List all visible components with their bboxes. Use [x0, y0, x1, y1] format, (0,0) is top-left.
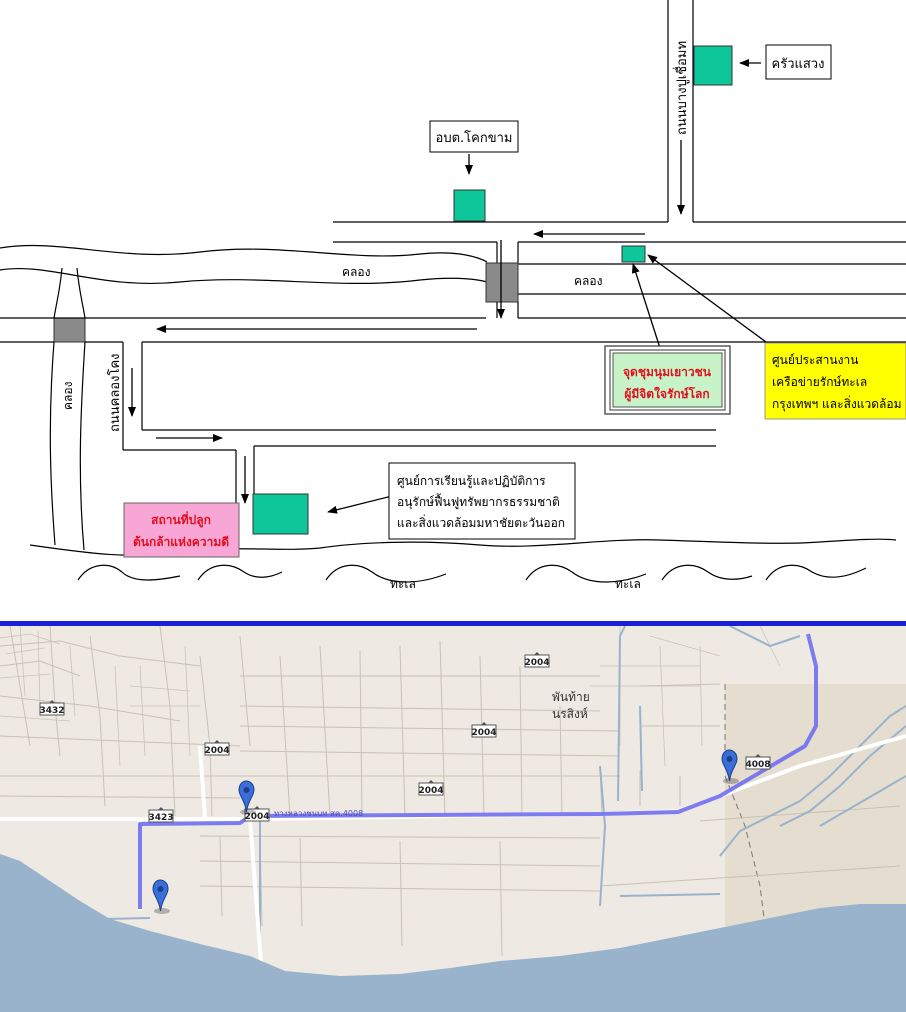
learning-center-building [252, 493, 309, 535]
obt-label: อบต.โคกขาม [436, 130, 513, 146]
bridge-west [53, 317, 86, 343]
learning-center-line3: และสิ่งแวดล้อมมหาชัยตะวันออก [397, 514, 565, 530]
sketch-map: ถนนบางปูเชื่อมท ครัวแสวง อบต.โคกขาม คลอง… [0, 0, 906, 591]
map-road-shields: 3432 2004 2004 2004 2004 3423 2004 4008 [39, 651, 771, 823]
road-map[interactable]: 3432 2004 2004 2004 2004 3423 2004 4008 … [0, 626, 906, 1012]
shield-2004-c: 2004 [471, 728, 496, 738]
sea-label-2: ทะเล [615, 577, 641, 591]
kitchen-label-box [765, 44, 832, 80]
main-road-vertical [667, 0, 694, 222]
coordination-box [764, 342, 906, 420]
learning-center-line2: อนุรักษ์ฟื้นฟูทรัพยากรธรรมชาติ [397, 493, 560, 510]
shield-2004-e: 2004 [244, 812, 269, 822]
meeting-point-line2: ผู้มีจิตใจรักษ์โลก [624, 386, 709, 402]
road-name-label: ทางหลวงชนบท สค.4008 [274, 809, 363, 818]
west-khlong [49, 267, 86, 551]
map-street-grid [0, 626, 901, 957]
coordination-line2: เครือข่ายรักษ์ทะเล [772, 375, 867, 389]
shield-2004-b: 2004 [204, 746, 229, 756]
road-khlong-khot-label: ถนนคลองโคง [107, 354, 123, 433]
khlong-khot-road [122, 342, 716, 510]
section-divider [0, 621, 906, 626]
canal [0, 244, 906, 295]
meeting-point-line1: จุดชุมนุมเยาวชน [623, 365, 712, 380]
coordination-line1: ศูนย์ประสานงาน [772, 353, 858, 368]
upper-road [333, 221, 906, 264]
obt-label-box [429, 120, 519, 153]
canal-label-1: คลอง [342, 265, 370, 279]
lower-road [0, 302, 906, 343]
sea-waves [77, 564, 867, 583]
learning-center-box [388, 462, 576, 540]
meeting-point-frame-fill [612, 352, 723, 408]
planting-site-line2: ต้นกล้าแห่งความดี [133, 535, 229, 549]
shield-3423: 3423 [148, 813, 173, 823]
shield-2004-a: 2004 [524, 658, 549, 668]
road-bangpu-label: ถนนบางปูเชื่อมท [673, 41, 690, 135]
kitchen-building [693, 45, 733, 86]
place-label-norasing: นรสิงห์ [552, 707, 588, 721]
learning-center-line1: ศูนย์การเรียนรู้และปฏิบัติการ [397, 474, 546, 489]
bridge-main [485, 262, 519, 303]
shield-3432: 3432 [39, 706, 64, 716]
shield-2004-d: 2004 [418, 786, 443, 796]
shield-4008: 4008 [745, 760, 770, 770]
direction-arrows [128, 59, 771, 514]
meeting-point-marker [621, 245, 646, 263]
planting-site-box [123, 502, 240, 558]
sea-label-1: ทะเล [390, 577, 416, 591]
canal-label-3: คลอง [61, 382, 75, 410]
planting-site-line1: สถานที่ปลูก [151, 511, 211, 528]
obt-building [453, 189, 486, 222]
place-label-phanthai: พันท้าย [552, 690, 590, 704]
canal-label-2: คลอง [574, 274, 602, 288]
map-sea [0, 854, 906, 1012]
map-route [138, 633, 818, 909]
coordination-line3: กรุงเทพฯ และสิ่งแวดล้อม [772, 395, 902, 412]
kitchen-label: ครัวแสวง [772, 57, 825, 72]
